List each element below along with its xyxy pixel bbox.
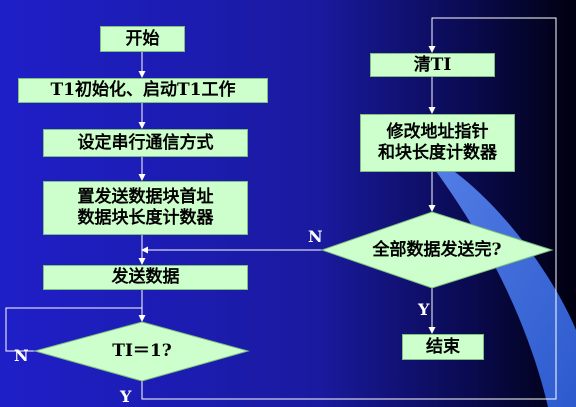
start-box: 开始 (100, 26, 185, 52)
ti-yes-label: Y (120, 387, 132, 406)
all-sent-yes-label: Y (418, 300, 430, 319)
decorative-swoosh (420, 150, 576, 407)
send-data-box: 发送数据 (43, 265, 248, 290)
modify-box: 修改地址指针 和块长度计数器 (360, 114, 515, 172)
all-sent-diamond (320, 211, 554, 289)
ti-no-label: N (14, 346, 29, 365)
all-sent-no-label: N (308, 227, 323, 246)
clear-ti-box: 清TI (370, 53, 495, 77)
ti-check-diamond (33, 321, 250, 382)
init-t1-box: T1初始化、启动T1工作 (18, 78, 268, 103)
ti-check-label: TI＝1? (112, 341, 172, 361)
end-box: 结束 (402, 334, 484, 360)
set-serial-box: 设定串行通信方式 (43, 129, 248, 157)
arrow-ti-no-loop (5, 307, 142, 352)
arrow-ti-yes-to-clear (141, 17, 557, 400)
set-addr-box: 置发送数据块首址 数据块长度计数器 (43, 181, 248, 235)
all-sent-label: 全部数据发送完? (372, 240, 502, 260)
